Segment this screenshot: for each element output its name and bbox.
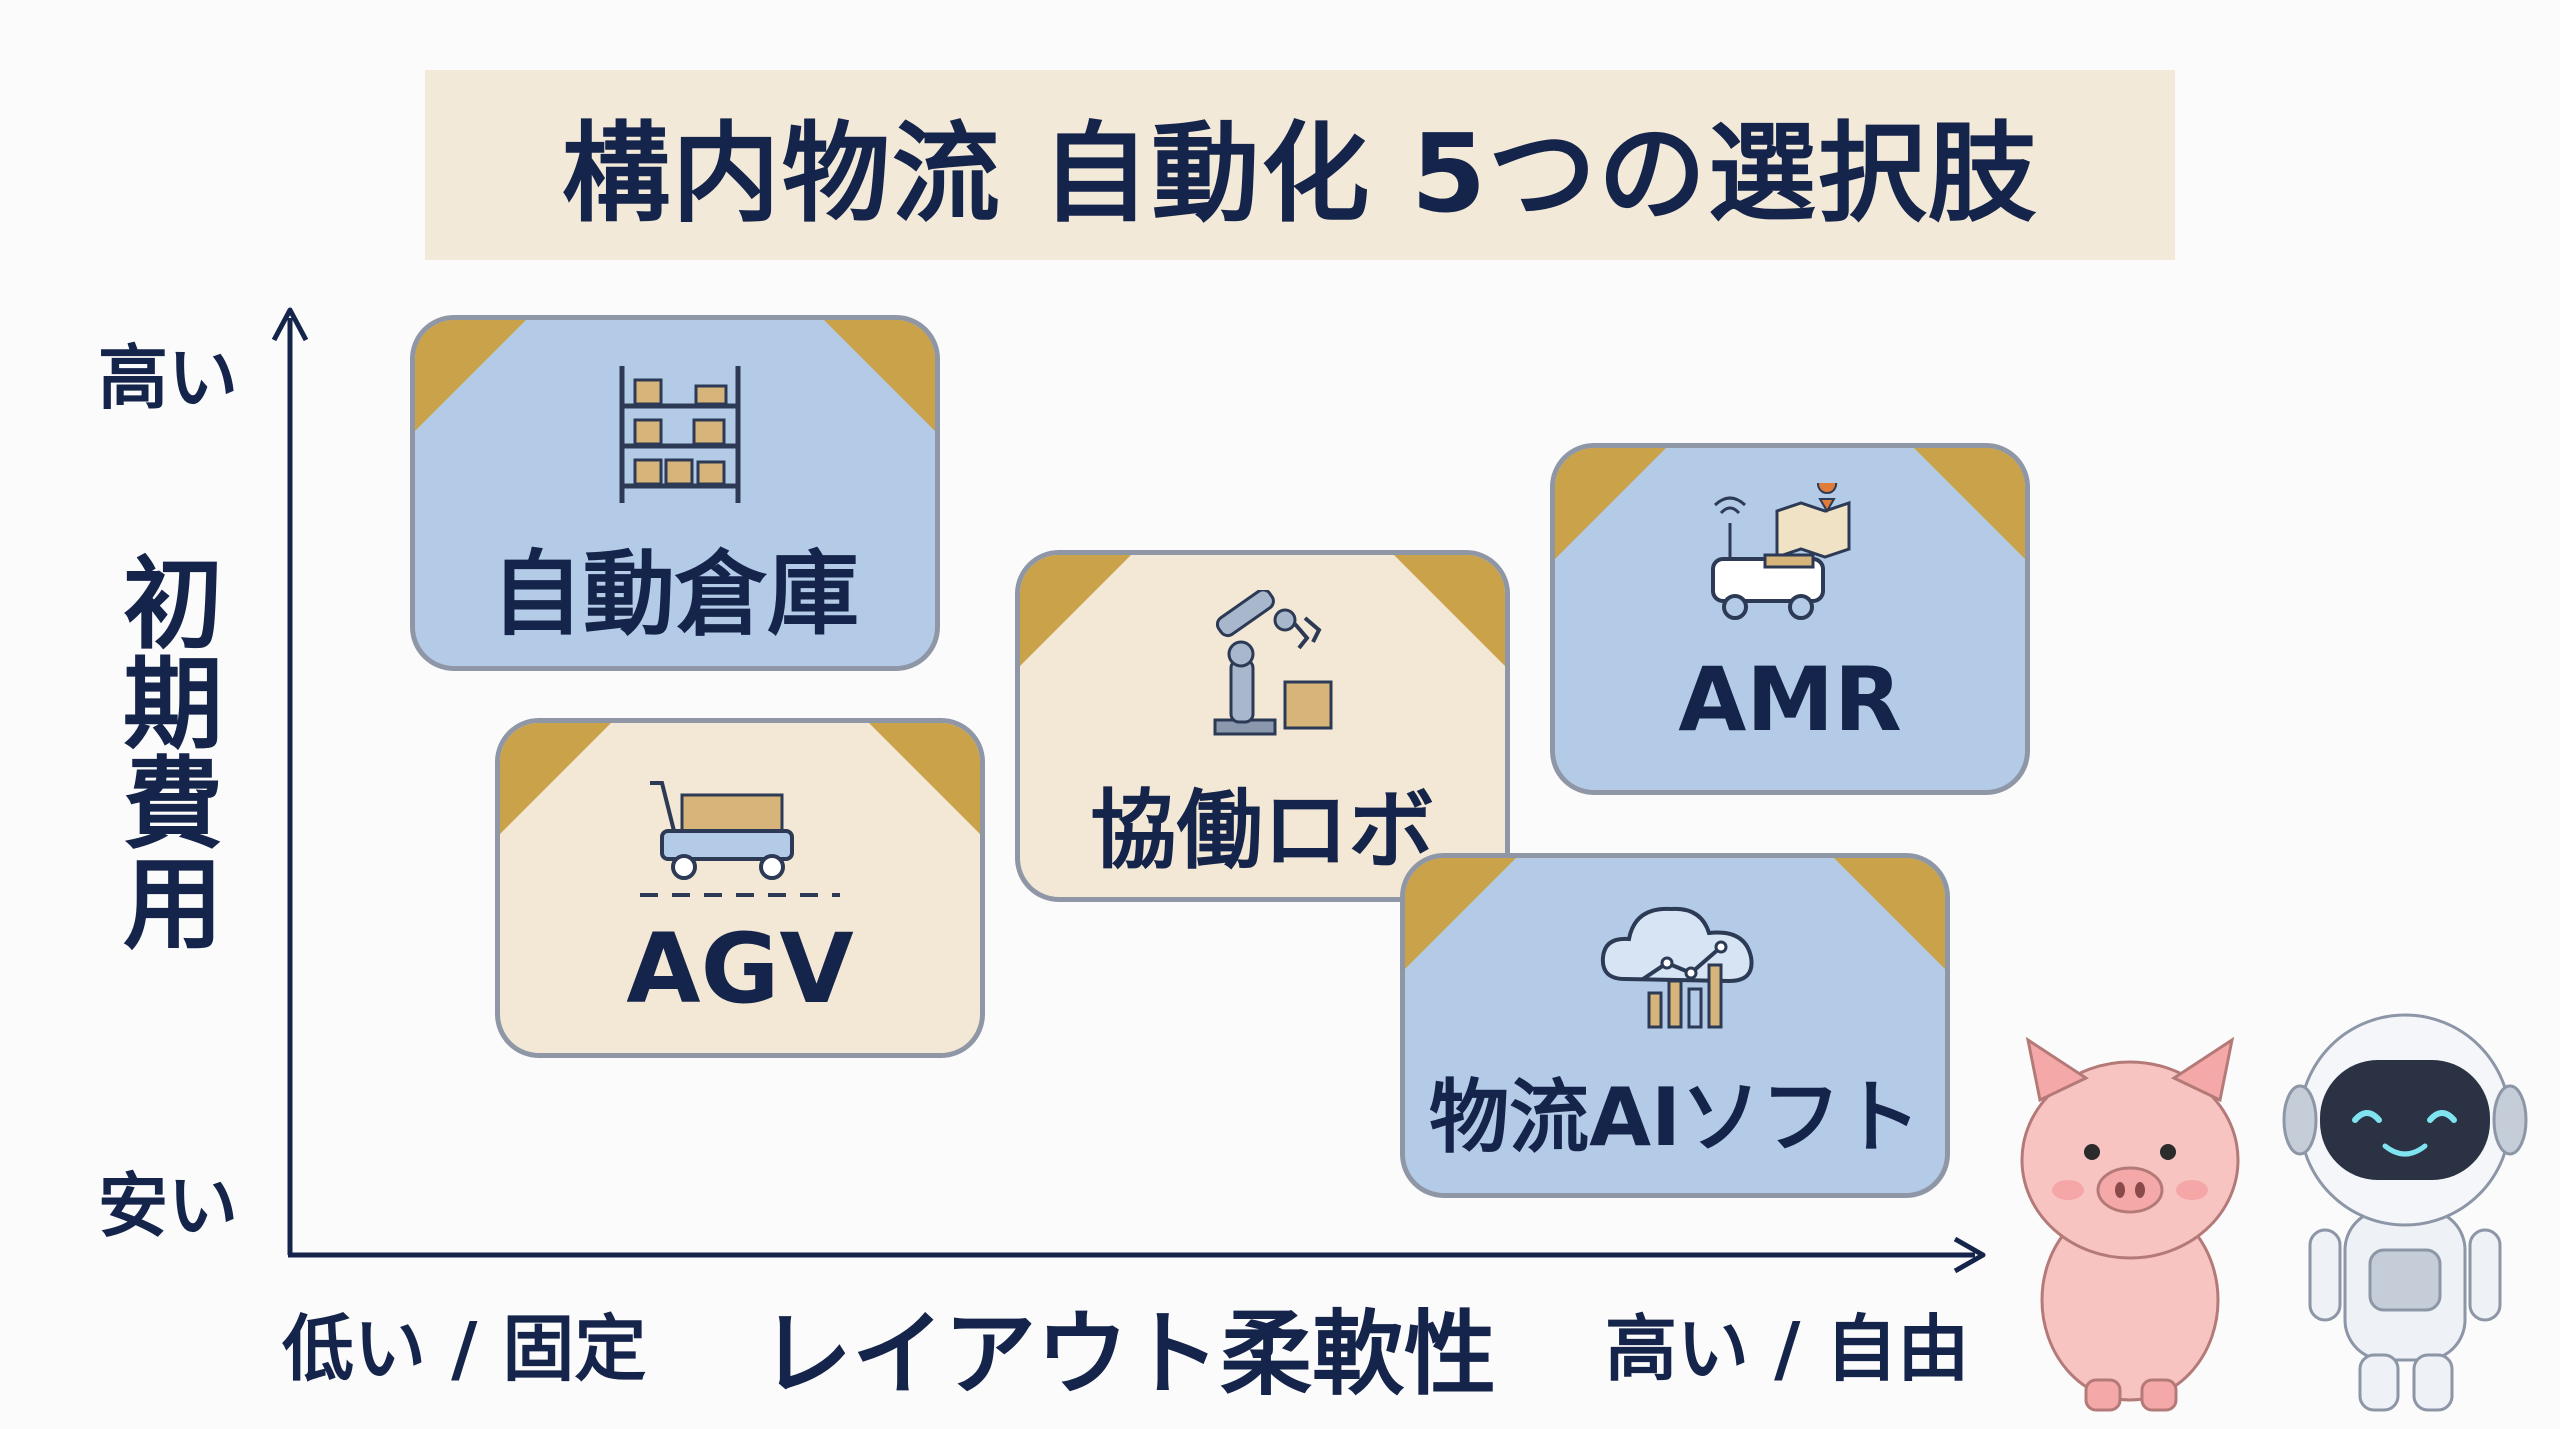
option-card-collaborative-robot: 協働ロボ bbox=[1015, 550, 1510, 902]
y-axis-title: 初期費用 bbox=[123, 546, 223, 963]
corner-tab-left bbox=[500, 723, 611, 834]
robot-arm-icon bbox=[1213, 590, 1333, 736]
option-card-amr: AMR bbox=[1550, 443, 2030, 795]
option-card-agv: AGV bbox=[495, 718, 985, 1058]
robot-mascot bbox=[2282, 1013, 2528, 1412]
x-axis-low-label: 低い / 固定 bbox=[282, 1307, 647, 1391]
y-axis-high-label: 高い bbox=[98, 337, 238, 419]
corner-tab-left bbox=[415, 320, 526, 431]
cloud-analytics-icon bbox=[1600, 906, 1754, 1029]
warehouse-rack-icon bbox=[619, 366, 741, 503]
x-axis-title: レイアウト柔軟性 bbox=[760, 1301, 1497, 1408]
mascot-characters bbox=[2020, 1013, 2528, 1412]
corner-tab-right bbox=[869, 723, 980, 834]
pig-mascot bbox=[2020, 1036, 2240, 1412]
corner-tab-left bbox=[1555, 448, 1666, 559]
corner-tab-right bbox=[1914, 448, 2025, 559]
option-label: 物流AIソフト bbox=[1429, 1071, 1921, 1164]
page-title: 構内物流 自動化 5つの選択肢 bbox=[561, 112, 2039, 237]
option-label: AGV bbox=[626, 913, 854, 1025]
corner-tab-left bbox=[1405, 858, 1516, 969]
y-axis-arrow bbox=[271, 307, 309, 342]
corner-tab-left bbox=[1020, 555, 1131, 666]
corner-tab-right bbox=[824, 320, 935, 431]
title-banner: 構内物流 自動化 5つの選択肢 bbox=[425, 70, 2175, 260]
y-axis-low-label: 安い bbox=[98, 1165, 238, 1247]
corner-tab-right bbox=[1834, 858, 1945, 969]
mobile-robot-map-icon bbox=[1711, 483, 1851, 620]
x-axis-high-label: 高い / 自由 bbox=[1605, 1307, 1970, 1391]
x-axis-arrow bbox=[1953, 1236, 1986, 1274]
option-label: 協働ロボ bbox=[1090, 781, 1435, 881]
option-label: AMR bbox=[1678, 648, 1902, 751]
guided-cart-icon bbox=[640, 781, 840, 897]
option-card-automated-warehouse: 自動倉庫 bbox=[410, 315, 940, 671]
option-card-logistics-ai-software: 物流AIソフト bbox=[1400, 853, 1950, 1198]
corner-tab-right bbox=[1394, 555, 1505, 666]
option-label: 自動倉庫 bbox=[490, 541, 859, 648]
